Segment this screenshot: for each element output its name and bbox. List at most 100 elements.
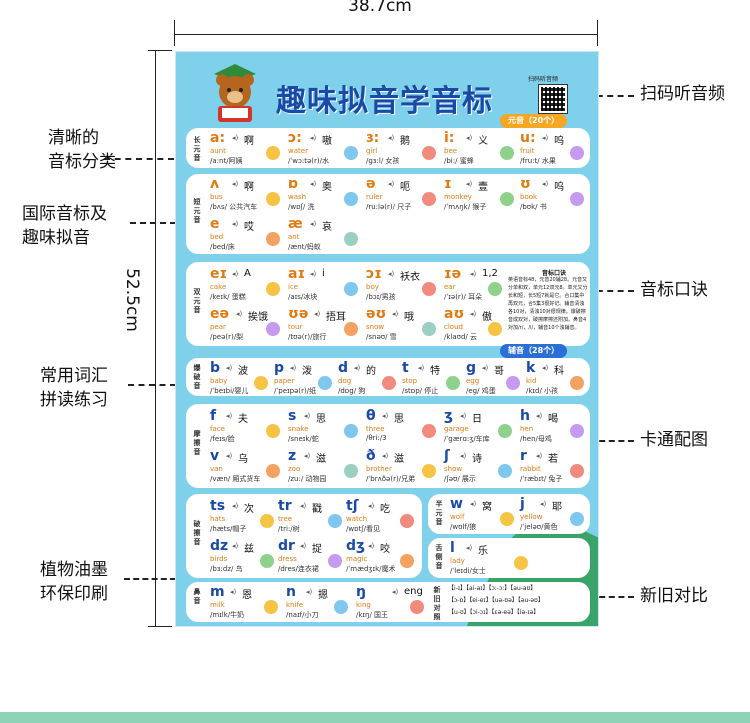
- speaker-icon[interactable]: ◂): [232, 502, 239, 510]
- speaker-icon[interactable]: ◂): [382, 452, 389, 460]
- speaker-icon[interactable]: ◂): [232, 134, 239, 142]
- speaker-icon[interactable]: ◂): [392, 310, 399, 318]
- speaker-icon[interactable]: ◂): [232, 270, 239, 278]
- speaker-icon[interactable]: ◂): [382, 412, 389, 420]
- speaker-icon[interactable]: ◂): [310, 270, 317, 278]
- cartoon-picture-icon: [422, 282, 436, 296]
- speaker-icon[interactable]: ◂): [226, 364, 233, 372]
- speaker-icon[interactable]: ◂): [542, 180, 549, 188]
- speaker-icon[interactable]: ◂): [542, 134, 549, 142]
- speaker-icon[interactable]: ◂): [470, 500, 477, 508]
- speaker-icon[interactable]: ◂): [470, 310, 477, 318]
- speaker-icon[interactable]: ◂): [232, 542, 239, 550]
- speaker-icon[interactable]: ◂): [306, 588, 313, 596]
- speaker-icon[interactable]: ◂): [388, 270, 395, 278]
- speaker-icon[interactable]: ◂): [536, 452, 543, 460]
- speaker-icon[interactable]: ◂): [314, 310, 321, 318]
- speaker-icon[interactable]: ◂): [232, 220, 239, 228]
- speaker-icon[interactable]: ◂): [540, 500, 547, 508]
- speaker-icon[interactable]: ◂): [368, 502, 375, 510]
- speaker-icon[interactable]: ◂): [310, 180, 317, 188]
- speaker-icon[interactable]: ◂): [388, 134, 395, 142]
- speaker-icon[interactable]: ◂): [310, 220, 317, 228]
- speaker-icon[interactable]: ◂): [304, 412, 311, 420]
- speaker-icon[interactable]: ◂): [466, 180, 473, 188]
- speaker-icon[interactable]: ◂): [226, 452, 233, 460]
- speaker-icon[interactable]: ◂): [466, 544, 473, 552]
- example-word: ice: [288, 283, 299, 291]
- speaker-icon[interactable]: ◂): [460, 452, 467, 460]
- phoneme-hint: 滋: [394, 454, 404, 465]
- speaker-icon[interactable]: ◂): [466, 134, 473, 142]
- speaker-icon[interactable]: ◂): [300, 542, 307, 550]
- speaker-icon[interactable]: ◂): [290, 364, 297, 372]
- speaker-icon[interactable]: ◂): [300, 502, 307, 510]
- speaker-icon[interactable]: ◂): [482, 364, 489, 372]
- speaker-icon[interactable]: ◂): [226, 412, 233, 420]
- speaker-icon[interactable]: ◂): [536, 412, 543, 420]
- speaker-icon[interactable]: ◂): [310, 134, 317, 142]
- speaker-icon[interactable]: ◂): [230, 588, 237, 596]
- speaker-icon[interactable]: ◂): [236, 310, 243, 318]
- qr-code-icon[interactable]: [538, 84, 568, 114]
- speaker-icon[interactable]: ◂): [232, 180, 239, 188]
- speaker-icon[interactable]: ◂): [418, 364, 425, 372]
- speaker-icon[interactable]: ◂): [354, 364, 361, 372]
- speaker-icon[interactable]: ◂): [542, 364, 549, 372]
- speaker-icon[interactable]: ◂): [304, 452, 311, 460]
- speaker-icon[interactable]: ◂): [460, 412, 467, 420]
- speaker-icon[interactable]: ◂): [470, 270, 477, 278]
- speaker-icon[interactable]: ◂): [388, 180, 395, 188]
- speaker-icon[interactable]: ◂): [368, 542, 375, 550]
- speaker-icon[interactable]: ◂): [392, 588, 399, 596]
